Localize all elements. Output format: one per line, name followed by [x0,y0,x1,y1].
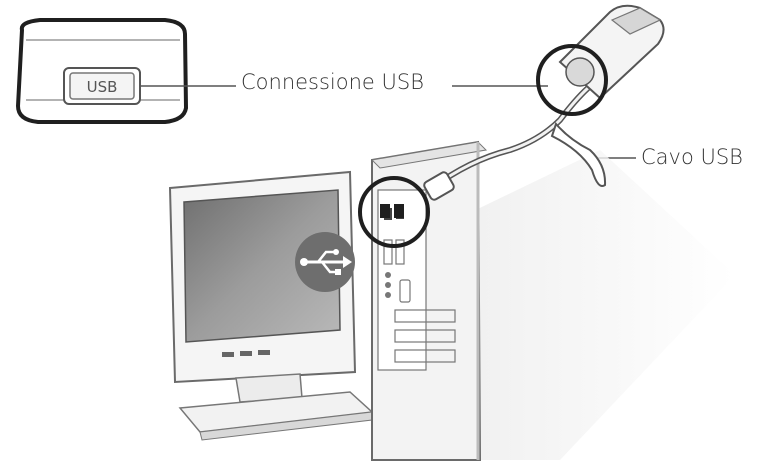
monitor [168,170,374,441]
usb-symbol-icon [295,232,355,292]
label-usb-cable: Cavo USB [641,145,743,169]
computer-tower [370,140,488,461]
port-marking: USB [87,78,118,96]
device-magnifier [536,44,608,116]
monitor-screen [183,189,341,343]
usb-cable [423,85,607,201]
port-magnifier [358,176,430,248]
label-usb-connection: Connessione USB [241,70,424,94]
usb-device [558,4,665,100]
device-detail: USB [15,18,189,124]
